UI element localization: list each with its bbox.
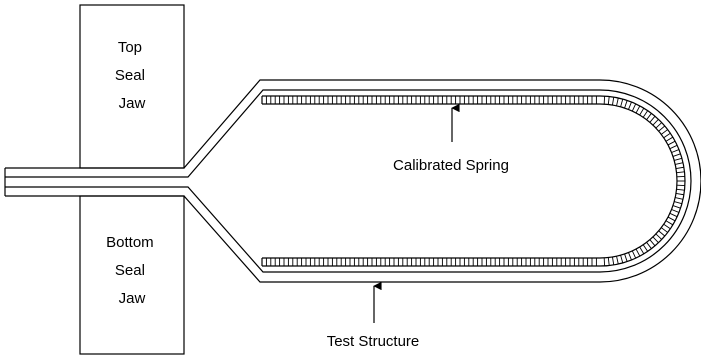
spring-coil-tick [646, 113, 652, 120]
spring-coil-tick [658, 125, 666, 132]
spring-coil-tick [671, 149, 680, 153]
spring-coil-tick [616, 256, 619, 265]
top-jaw-label-line-2: Seal [115, 67, 145, 84]
spring-coil-tick [675, 162, 684, 165]
spring-coil-tick [675, 193, 684, 196]
spring-coil-tick [674, 157, 683, 161]
spring-coil-tick [663, 223, 671, 230]
top-jaw-label-line-3: Jaw [119, 95, 146, 112]
spring-coil-tick [676, 171, 685, 174]
spring-coil-tick [667, 140, 676, 146]
spring-coil-tick [661, 227, 668, 233]
spring-coil-tick [669, 212, 678, 218]
top-jaw-label-line-1: Top [118, 39, 142, 56]
spring-coil-tick [642, 110, 649, 118]
spring-coil-tick [672, 153, 681, 157]
spring-coil-tick [620, 255, 624, 264]
spring-coil-tick [663, 132, 671, 139]
spring-coil-tick [665, 220, 674, 226]
spring-coil-tick [646, 242, 652, 249]
spring-coil-tick [669, 144, 678, 150]
spring-coil-tick [649, 239, 656, 247]
spring-coil-tick [665, 136, 674, 142]
spring-coil-tick [675, 166, 684, 169]
spring-coil-tick [652, 118, 659, 126]
calibrated-spring [261, 95, 686, 267]
spring-coil-tick [652, 236, 659, 244]
spring-coil-tick [607, 257, 610, 266]
spring-coil-tick [620, 98, 624, 107]
spring-coil-tick [667, 216, 676, 222]
spring-coil-tick [675, 197, 684, 200]
spring-coil-tick [671, 209, 680, 213]
spring-coil-tick [655, 122, 663, 129]
bottom-jaw-label: Bottom Seal Jaw [106, 234, 158, 307]
spring-coil-tick [624, 100, 628, 109]
spring-coil-tick [635, 105, 641, 114]
spring-outer-edge [262, 95, 686, 267]
spring-coil-tick [658, 230, 666, 237]
test-structure-outer [5, 79, 701, 283]
spring-coils [265, 96, 685, 266]
spring-coil-tick [607, 96, 610, 105]
bottom-jaw-label-line-3: Jaw [119, 290, 146, 307]
spring-coil-tick [642, 244, 649, 252]
spring-inner-edge [262, 103, 678, 259]
structure-label: Test Structure [327, 333, 420, 350]
spring-coil-tick [672, 205, 681, 209]
spring-coil-tick [628, 252, 632, 261]
test-structure-inner [5, 89, 692, 273]
spring-label: Calibrated Spring [393, 157, 509, 174]
spring-coil-tick [631, 250, 637, 259]
spring-coil-tick [649, 115, 656, 123]
top-seal-jaw [79, 4, 185, 169]
spring-coil-tick [612, 256, 615, 265]
spring-coil-tick [612, 97, 615, 106]
bottom-seal-jaw [79, 195, 185, 355]
spring-coil-tick [639, 107, 645, 116]
spring-coil-tick [628, 101, 632, 110]
spring-coil-tick [674, 201, 683, 205]
bottom-jaw-label-line-2: Seal [115, 262, 145, 279]
spring-coil-tick [655, 233, 663, 240]
spring-coil-tick [624, 253, 628, 262]
spring-coil-tick [639, 246, 645, 255]
bottom-jaw-label-line-1: Bottom [106, 234, 154, 251]
spring-coil-tick [631, 103, 637, 112]
spring-coil-tick [661, 129, 668, 135]
spring-coil-tick [616, 97, 619, 106]
top-jaw-label: Top Seal Jaw [115, 39, 149, 112]
spring-coil-tick [635, 248, 641, 257]
spring-coil-tick [676, 188, 685, 191]
